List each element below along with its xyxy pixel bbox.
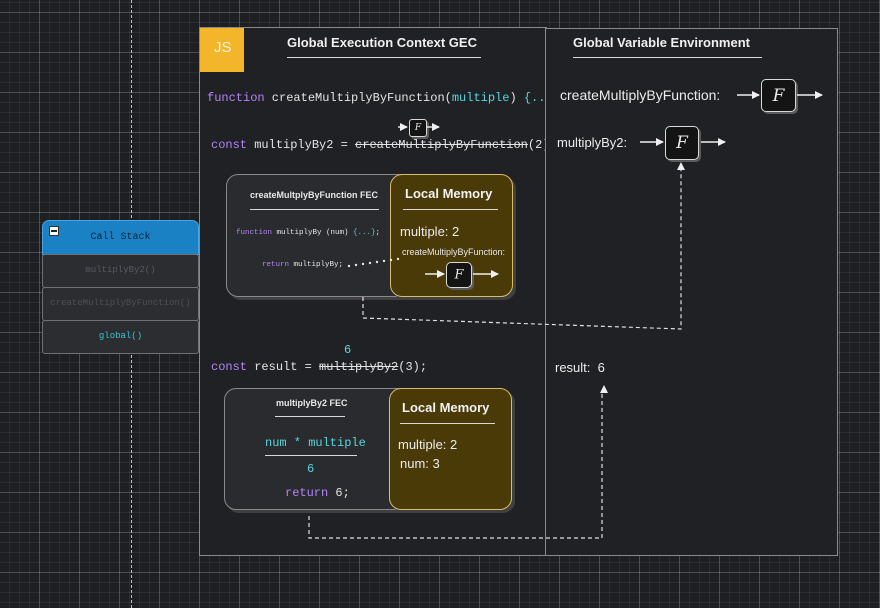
call-stack-item[interactable]: multiplyBy2() xyxy=(42,254,199,288)
gve-entry-create-multiply: createMultiplyByFunction: xyxy=(560,87,721,103)
fec2-expression-underline xyxy=(265,455,357,456)
call-stack-item-label: createMultiplyByFunction() xyxy=(50,298,191,308)
local-memory-2-title: Local Memory xyxy=(402,400,490,415)
gve-entry-result: result: 6 xyxy=(555,360,605,375)
dashed-link-result xyxy=(308,390,603,539)
local-memory-2-underline xyxy=(400,423,495,424)
call-stack-title: Call Stack xyxy=(90,232,151,243)
local-memory-1-underline xyxy=(403,209,498,210)
gec-title: Global Execution Context GEC xyxy=(287,35,477,50)
global-variable-environment xyxy=(545,28,838,556)
fec1-code: function multiplyBy (num) {...}; xyxy=(236,229,381,237)
fec2-return: return 6; xyxy=(285,486,350,500)
gve-title: Global Variable Environment xyxy=(573,35,750,50)
function-icon: F xyxy=(761,79,796,112)
call-stack-item[interactable]: createMultiplyByFunction() xyxy=(42,287,199,321)
gec-title-underline xyxy=(287,57,481,58)
local-memory-1-title: Local Memory xyxy=(405,186,493,201)
fec2-value: 6 xyxy=(307,462,315,476)
gve-entry-multiplyby2: multiplyBy2: xyxy=(557,135,628,150)
fec1-title: createMultplyByFunction FEC xyxy=(250,190,379,200)
local-memory-2-num: num: 3 xyxy=(400,456,440,471)
fec1-return: return multiplyBy; xyxy=(262,261,344,269)
call-stack-item-label: multiplyBy2() xyxy=(85,265,156,275)
gve-title-underline xyxy=(573,57,762,58)
function-icon: F xyxy=(409,119,427,137)
local-memory-2 xyxy=(389,388,512,510)
function-icon: F xyxy=(446,262,472,288)
fec2-title-underline xyxy=(275,416,345,417)
arrow-head xyxy=(600,385,608,393)
call-stack-header[interactable]: Call Stack xyxy=(42,220,199,255)
call-stack-item[interactable]: global() xyxy=(42,320,199,354)
dashed-link-multiplyby2 xyxy=(362,166,682,330)
arrow-head xyxy=(677,162,685,170)
fec1-title-underline xyxy=(250,209,379,210)
fec2-title: multiplyBy2 FEC xyxy=(276,398,348,408)
collapse-icon[interactable] xyxy=(49,226,59,236)
local-memory-2-multiple: multiple: 2 xyxy=(398,437,458,452)
multiplyby2-return-value: 6 xyxy=(344,343,352,357)
function-icon: F xyxy=(665,126,699,160)
result-declaration: const result = multiplyBy2(3); xyxy=(211,360,428,374)
call-stack-item-label: global() xyxy=(98,331,143,341)
local-memory-1-fn-label: createMultiplyByFunction: xyxy=(402,247,506,257)
local-memory-1-multiple: multiple: 2 xyxy=(400,224,460,239)
js-badge: JS xyxy=(200,28,244,72)
fec2-expression: num * multiple xyxy=(265,436,366,450)
